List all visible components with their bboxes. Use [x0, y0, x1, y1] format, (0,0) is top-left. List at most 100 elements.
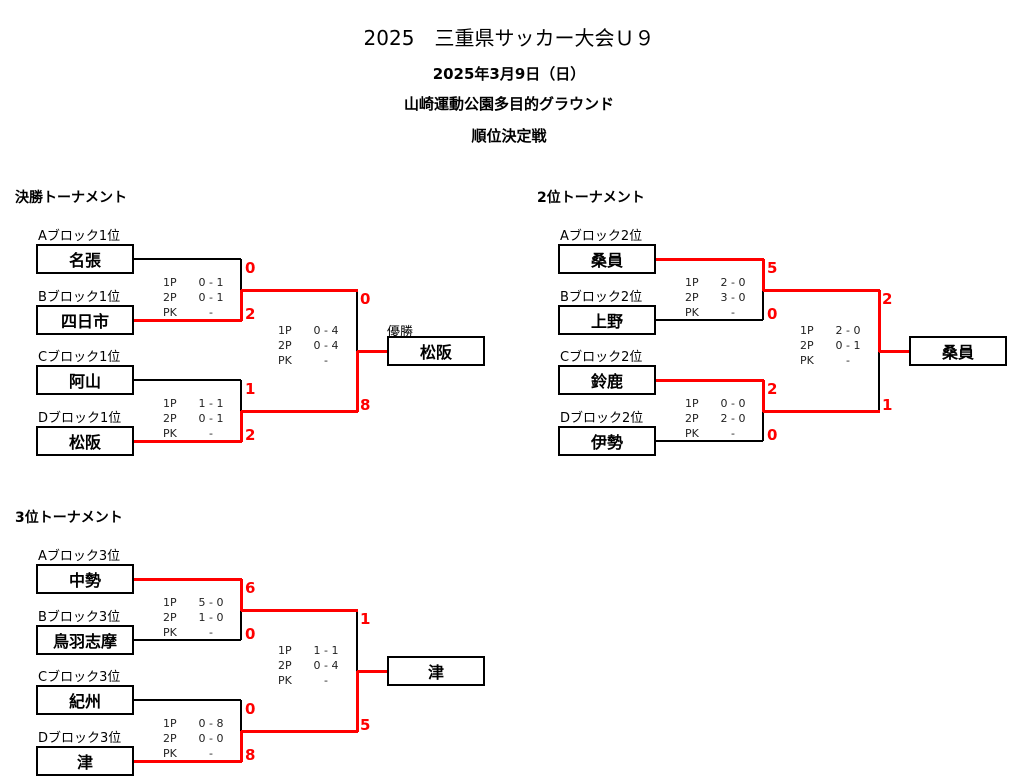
- period-score: -: [731, 306, 735, 319]
- period-label: 1P: [685, 276, 699, 289]
- period-label: PK: [685, 306, 699, 319]
- period-label: 2P: [685, 291, 699, 304]
- block-rank-label: Dブロック2位: [560, 411, 644, 426]
- period-label: PK: [163, 747, 177, 760]
- champion-box: 津: [387, 656, 485, 686]
- period-label: PK: [685, 427, 699, 440]
- bracket-line: [133, 639, 241, 641]
- winner-line: [239, 731, 243, 762]
- block-rank-label: Dブロック1位: [38, 411, 122, 426]
- period-label: 2P: [163, 412, 177, 425]
- bracket-line: [240, 700, 242, 731]
- period-label: PK: [163, 306, 177, 319]
- team-box: 松阪: [36, 426, 134, 456]
- winner-line: [241, 288, 358, 292]
- period-label: 1P: [800, 324, 814, 337]
- period-score: 0 - 8: [198, 717, 224, 730]
- winner-line: [241, 729, 358, 733]
- score: 0: [360, 290, 371, 308]
- block-rank-label: Bブロック1位: [38, 290, 121, 305]
- winner-line: [763, 409, 880, 413]
- period-label: 2P: [163, 732, 177, 745]
- bracket-line: [655, 319, 763, 321]
- score: 2: [245, 426, 256, 444]
- score: 0: [245, 625, 256, 643]
- team-box: 鈴鹿: [558, 365, 656, 395]
- period-label: 2P: [800, 339, 814, 352]
- bracket-line: [240, 380, 242, 411]
- period-score: 0 - 0: [198, 732, 224, 745]
- score: 0: [245, 259, 256, 277]
- champion-box: 桑員: [909, 336, 1007, 366]
- bracket-title: 決勝トーナメント: [15, 190, 127, 206]
- period-score: -: [209, 306, 213, 319]
- bracket-line: [762, 411, 764, 441]
- bracket-line: [240, 610, 242, 640]
- period-label: PK: [163, 626, 177, 639]
- period-score: -: [324, 354, 328, 367]
- period-score: 2 - 0: [720, 412, 746, 425]
- bracket-line: [356, 610, 358, 671]
- bracket-line: [133, 258, 241, 260]
- score: 8: [360, 396, 371, 414]
- winner-line: [241, 608, 358, 612]
- period-score: -: [209, 626, 213, 639]
- winner-line: [655, 257, 764, 261]
- period-label: 2P: [685, 412, 699, 425]
- period-score: 2 - 0: [720, 276, 746, 289]
- period-score: 1 - 1: [313, 644, 339, 657]
- block-rank-label: Aブロック3位: [38, 549, 121, 564]
- period-score: -: [731, 427, 735, 440]
- period-label: 1P: [278, 644, 292, 657]
- period-score: 0 - 1: [198, 412, 224, 425]
- winner-line: [877, 290, 881, 352]
- period-label: 1P: [685, 397, 699, 410]
- period-label: PK: [163, 427, 177, 440]
- event-date: 2025年3月9日（日）: [432, 65, 586, 83]
- period-label: PK: [800, 354, 814, 367]
- period-score: 0 - 1: [198, 276, 224, 289]
- period-label: 1P: [163, 596, 177, 609]
- winner-line: [355, 671, 359, 732]
- score: 5: [360, 716, 371, 734]
- bracket-title: 2位トーナメント: [537, 190, 645, 206]
- block-rank-label: Aブロック1位: [38, 229, 121, 244]
- winner-line: [133, 577, 242, 581]
- bracket-line: [240, 259, 242, 290]
- period-score: 0 - 1: [835, 339, 861, 352]
- winner-line: [239, 290, 243, 321]
- score: 6: [245, 579, 256, 597]
- period-score: -: [324, 674, 328, 687]
- bracket-line: [133, 699, 241, 701]
- period-label: 2P: [278, 659, 292, 672]
- team-box: 紀州: [36, 685, 134, 715]
- team-box: 鳥羽志摩: [36, 625, 134, 655]
- period-score: 1 - 1: [198, 397, 224, 410]
- bracket-title: 3位トーナメント: [15, 510, 123, 526]
- period-score: 0 - 4: [313, 324, 339, 337]
- bracket-line: [655, 440, 763, 442]
- winner-line: [239, 411, 243, 442]
- winner-line: [357, 349, 388, 353]
- block-rank-label: Cブロック1位: [38, 350, 121, 365]
- period-score: 3 - 0: [720, 291, 746, 304]
- score: 2: [882, 290, 893, 308]
- score: 1: [882, 396, 893, 414]
- venue: 山崎運動公園多目的グラウンド: [403, 95, 614, 113]
- score: 0: [767, 426, 778, 444]
- bracket-line: [762, 290, 764, 320]
- team-box: 伊勢: [558, 426, 656, 456]
- score: 1: [245, 380, 256, 398]
- winner-line: [761, 380, 765, 412]
- winner-line: [133, 439, 242, 443]
- winner-line: [133, 318, 242, 322]
- period-score: 0 - 0: [720, 397, 746, 410]
- winner-line: [879, 349, 910, 353]
- team-box: 桑員: [558, 244, 656, 274]
- score: 2: [767, 380, 778, 398]
- block-rank-label: Bブロック2位: [560, 290, 643, 305]
- winner-line: [241, 409, 358, 413]
- score: 8: [245, 746, 256, 764]
- team-box: 阿山: [36, 365, 134, 395]
